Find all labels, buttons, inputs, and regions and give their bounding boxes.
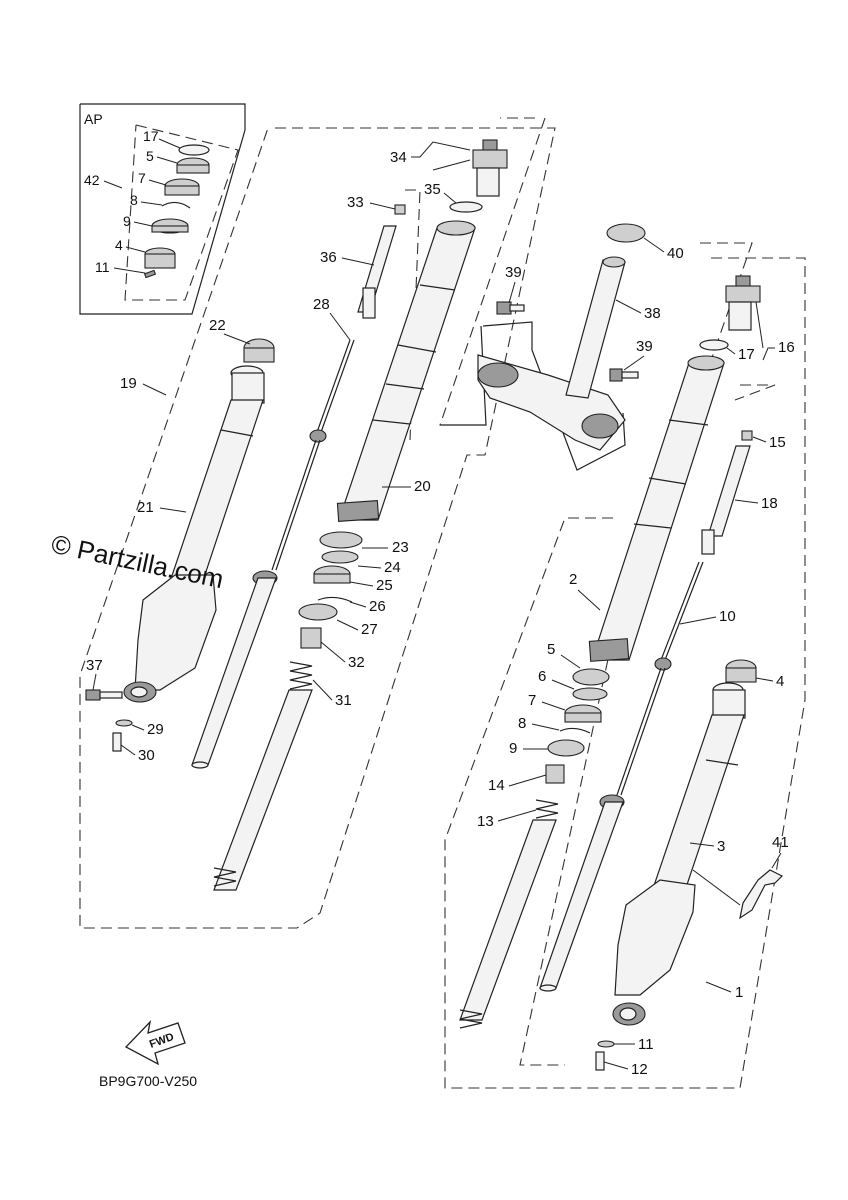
clip-8 bbox=[559, 727, 591, 734]
piston-32 bbox=[300, 627, 322, 649]
left-outer-tube-21 bbox=[123, 338, 275, 703]
cap-bolt-16 bbox=[725, 275, 761, 331]
gasket-29 bbox=[115, 719, 133, 727]
callout-25: 25 bbox=[376, 577, 393, 594]
callout-11: 11 bbox=[638, 1036, 654, 1053]
callout-3: 3 bbox=[717, 838, 725, 855]
cap-bolt-34 bbox=[472, 139, 508, 197]
callout-12: 12 bbox=[631, 1061, 648, 1078]
callout-9: 9 bbox=[509, 740, 517, 757]
washer-9 bbox=[547, 739, 585, 757]
bolt-30 bbox=[112, 732, 122, 752]
callout-1: 1 bbox=[735, 984, 743, 1001]
callout-40: 40 bbox=[667, 245, 684, 262]
callout-41: 41 bbox=[772, 834, 789, 851]
callout-16: 16 bbox=[778, 339, 795, 356]
right-outer-tube-3 bbox=[612, 659, 757, 1026]
piston-14 bbox=[545, 764, 565, 784]
spring-13 bbox=[535, 799, 559, 819]
seal-5 bbox=[572, 668, 610, 686]
callout-ap-4: 4 bbox=[115, 237, 123, 253]
left-fork-outline bbox=[79, 127, 556, 929]
clip-26 bbox=[317, 596, 353, 603]
cap-33 bbox=[394, 204, 406, 215]
callout-21: 21 bbox=[137, 499, 154, 516]
callout-18: 18 bbox=[761, 495, 778, 512]
o-ring-17 bbox=[699, 339, 729, 351]
left-damper-rod-28 bbox=[191, 339, 355, 769]
fwd-arrow-icon: FWD bbox=[124, 1019, 186, 1066]
diagram-code: BP9G700-V250 bbox=[99, 1073, 197, 1089]
o-ring-35 bbox=[449, 201, 483, 213]
bearing-40 bbox=[606, 223, 646, 243]
callout-37: 37 bbox=[86, 657, 103, 674]
spacer-18 bbox=[707, 445, 751, 537]
callout-31: 31 bbox=[335, 692, 352, 709]
callout-ap-5: 5 bbox=[146, 148, 154, 164]
callout-10: 10 bbox=[719, 608, 736, 625]
callout-13: 13 bbox=[477, 813, 494, 830]
spring-31 bbox=[289, 661, 313, 690]
gasket-11 bbox=[143, 269, 157, 279]
callout-34: 34 bbox=[390, 149, 407, 166]
callout-ap-11: 11 bbox=[95, 259, 110, 275]
callout-38: 38 bbox=[644, 305, 661, 322]
callout-30: 30 bbox=[138, 747, 155, 764]
callout-15: 15 bbox=[769, 434, 786, 451]
callout-29: 29 bbox=[147, 721, 164, 738]
callouts: 34 35 33 36 28 22 19 21 20 23 24 25 26 2… bbox=[86, 141, 795, 1078]
callout-4: 4 bbox=[776, 673, 784, 690]
callout-14: 14 bbox=[488, 777, 505, 794]
callout-35: 35 bbox=[424, 181, 441, 198]
callout-23: 23 bbox=[392, 539, 409, 556]
washer-27 bbox=[298, 603, 338, 621]
clip-6 bbox=[572, 687, 608, 701]
bolt-12 bbox=[595, 1051, 605, 1071]
bolt-39b bbox=[609, 368, 623, 382]
callout-7: 7 bbox=[528, 692, 536, 709]
callout-2: 2 bbox=[569, 571, 577, 588]
right-inner-tube-2 bbox=[588, 355, 725, 662]
callout-28: 28 bbox=[313, 296, 330, 313]
right-fork-outline bbox=[444, 257, 806, 1089]
ap-box-label: AP bbox=[84, 111, 103, 127]
callout-27: 27 bbox=[361, 621, 378, 638]
clip-8 bbox=[161, 201, 191, 209]
callout-39b: 39 bbox=[636, 338, 653, 355]
ap-kit-box: AP 17 5 42 7 8 9 4 11 bbox=[79, 103, 246, 315]
callout-ap-8: 8 bbox=[130, 192, 138, 208]
seal-23 bbox=[319, 531, 363, 549]
callout-19: 19 bbox=[120, 375, 137, 392]
o-ring-17 bbox=[178, 144, 210, 156]
handle-crown-38 bbox=[477, 256, 626, 451]
callout-20: 20 bbox=[414, 478, 431, 495]
gasket-11 bbox=[597, 1040, 615, 1048]
bolt-39a bbox=[496, 301, 512, 315]
cap-15 bbox=[741, 430, 753, 441]
bolt-37 bbox=[85, 689, 101, 701]
callout-17: 17 bbox=[738, 346, 755, 363]
callout-22: 22 bbox=[209, 317, 226, 334]
callout-ap-7: 7 bbox=[138, 170, 146, 186]
callout-32: 32 bbox=[348, 654, 365, 671]
brake-hose-guide-41 bbox=[739, 869, 784, 920]
callout-ap-42: 42 bbox=[84, 172, 100, 188]
callout-ap-17: 17 bbox=[143, 128, 159, 144]
callout-39a: 39 bbox=[505, 264, 522, 281]
callout-26: 26 bbox=[369, 598, 386, 615]
left-inner-tube-20 bbox=[336, 220, 476, 522]
callout-6: 6 bbox=[538, 668, 546, 685]
callout-36: 36 bbox=[320, 249, 337, 266]
callout-33: 33 bbox=[347, 194, 364, 211]
right-damper-rod-10 bbox=[539, 561, 704, 992]
callout-8: 8 bbox=[518, 715, 526, 732]
callout-ap-9: 9 bbox=[123, 213, 131, 229]
callout-5: 5 bbox=[547, 641, 555, 658]
callout-24: 24 bbox=[384, 559, 401, 576]
clip-24 bbox=[321, 550, 359, 564]
